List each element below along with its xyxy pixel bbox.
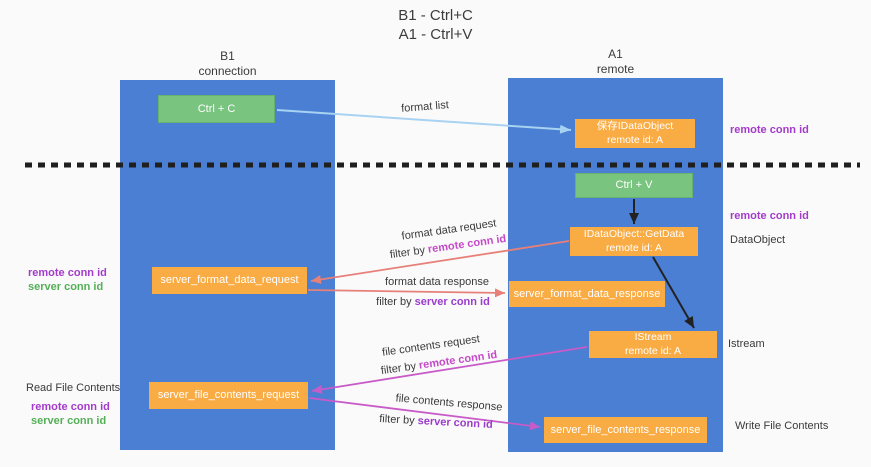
diagram-title-line1: B1 - Ctrl+C [398,7,473,24]
server-format-data-response-box: server_format_data_response [509,281,665,307]
remote-conn-id-label-top: remote conn id [730,124,809,136]
server-format-data-request-box: server_format_data_request [152,267,307,294]
filter-by-text: filter by [389,244,426,262]
istream-line2: remote id: A [624,344,682,357]
lifeline-b1-subtitle: connection [198,64,257,78]
ctrl-v-label: Ctrl + V [615,179,653,192]
getdata-box: IDataObject::GetData remote id: A [570,227,698,256]
format-conn-id-stack: remote conn id server conn id [28,266,107,294]
server-conn-id-text: server conn id [31,415,107,427]
save-idataobject-line1: 保存IDataObject [596,119,674,132]
ctrl-v-box: Ctrl + V [575,173,693,198]
filter-by-text: filter by [376,296,412,308]
server-conn-id-text: server conn id [417,415,494,431]
remote-conn-id-text: remote conn id [418,348,498,372]
server-conn-id-text: server conn id [28,281,104,293]
istream-box: IStream remote id: A [589,331,717,358]
lifeline-header-b1: B1 connection [120,49,335,79]
lifeline-b1-name: B1 [220,49,235,63]
remote-conn-id-text: remote conn id [28,267,107,279]
server-conn-id-text: server conn id [414,296,490,308]
read-file-contents-label: Read File Contents [26,382,121,394]
server-file-contents-response-label: server_file_contents_response [550,423,701,436]
getdata-line1: IDataObject::GetData [583,227,685,240]
getdata-line2: remote id: A [605,241,663,254]
server-file-contents-request-box: server_file_contents_request [149,382,308,409]
lifeline-a1-name: A1 [608,47,623,61]
dataobject-label: DataObject [730,234,786,246]
lifeline-a1-subtitle: remote [596,62,635,76]
file-contents-response-label: file contents response [395,392,503,414]
ctrl-c-label: Ctrl + C [197,102,236,115]
write-file-contents-label: Write File Contents [735,420,829,432]
filter-by-text: filter by [380,360,417,378]
ctrl-c-box: Ctrl + C [158,95,275,123]
format-data-response-arrow [307,288,506,298]
server-format-data-response-label: server_format_data_response [513,287,661,300]
diagram-title-line2: A1 - Ctrl+V [398,25,473,43]
lifeline-header-a1: A1 remote [508,47,723,77]
file-conn-id-stack: remote conn id server conn id [31,400,110,428]
filter-by-text: filter by [378,413,415,427]
format-data-response-label: format data response [385,276,489,288]
server-file-contents-request-label: server_file_contents_request [157,389,300,402]
diagram-title: B1 - Ctrl+C A1 - Ctrl+V [0,7,871,45]
server-file-contents-response-box: server_file_contents_response [544,417,707,443]
remote-conn-id-text: remote conn id [31,401,110,413]
save-idataobject-box: 保存IDataObject remote id: A [575,119,695,148]
istream-side-label: Istream [728,338,765,350]
save-idataobject-line2: remote id: A [606,133,664,146]
format-list-label: format list [400,99,450,115]
istream-line1: IStream [634,330,672,343]
remote-conn-id-label-mid: remote conn id [730,210,809,222]
server-format-data-request-label: server_format_data_request [160,274,299,287]
